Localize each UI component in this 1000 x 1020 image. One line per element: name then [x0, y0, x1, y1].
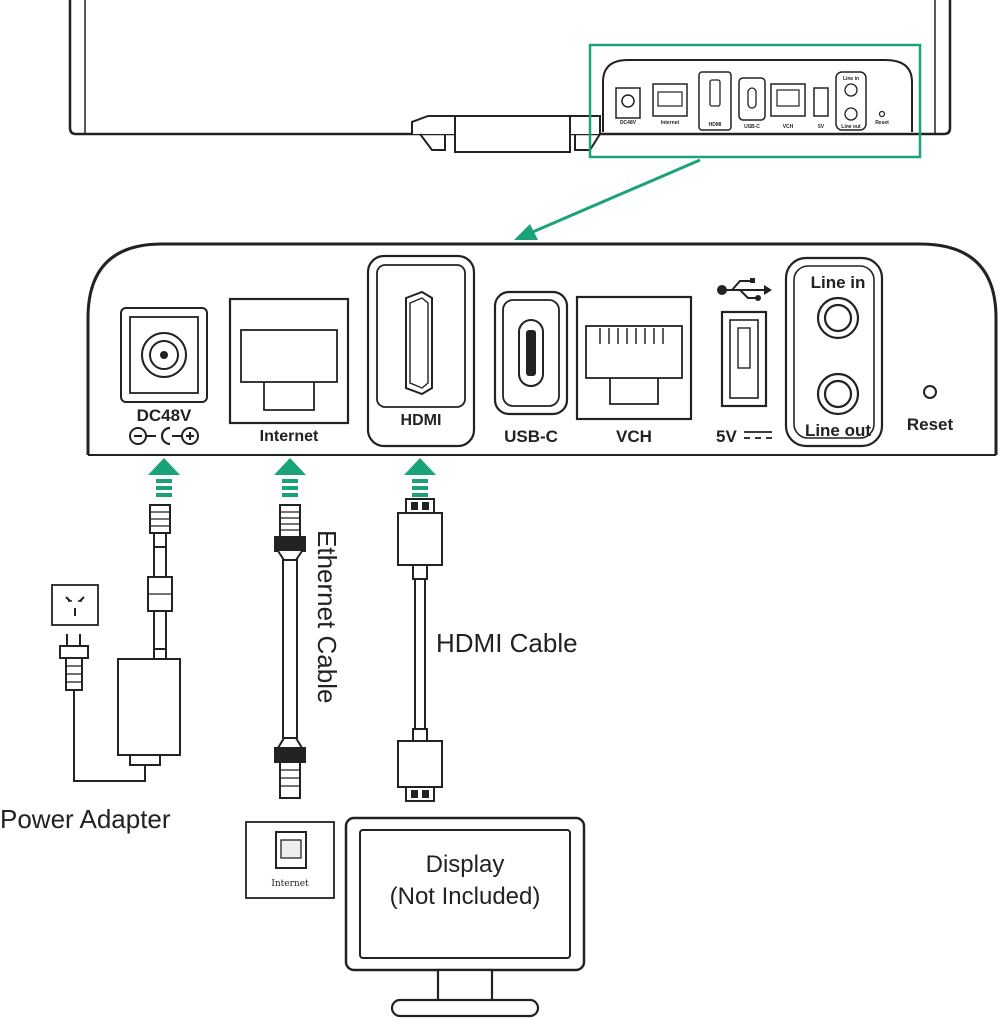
mini-label-line-out: Line out	[841, 124, 861, 130]
wall-jack: Internet	[245, 821, 335, 899]
display-monitor: Display (Not Included)	[344, 816, 586, 1018]
hdmi-cable	[397, 498, 443, 802]
hdmi-cable-label: HDMI Cable	[436, 628, 578, 658]
wall-jack-label: Internet	[271, 879, 309, 889]
polarity-icon	[129, 426, 199, 446]
power-outlet-icon	[51, 584, 99, 626]
line-out-label: Line out	[805, 421, 871, 440]
usb-icon	[717, 278, 772, 301]
insert-arrows	[148, 458, 436, 497]
usb5v-label: 5V	[716, 427, 737, 446]
display-note: (Not Included)	[390, 883, 541, 910]
mini-label-usb5v: 5V	[818, 124, 825, 130]
power-adapter	[59, 504, 181, 782]
insert-arrow-ethernet	[274, 458, 306, 497]
usb-5v-port: 5V	[716, 278, 772, 446]
mini-label-usbc: USB-C	[744, 124, 760, 130]
mini-port-panel: DC48V Internet HDMI USB-C VCH 5V Line in…	[602, 59, 913, 132]
ethernet-jack-icon	[275, 831, 307, 869]
dc-symbol-icon	[744, 431, 772, 439]
zoom-arrow	[514, 158, 701, 240]
internet-port: Internet	[228, 297, 350, 445]
internet-label: Internet	[260, 428, 319, 445]
mini-label-hdmi: HDMI	[709, 122, 722, 128]
insert-arrow-hdmi	[404, 458, 436, 497]
mini-label-line-in: Line in	[843, 76, 859, 82]
highlight-box	[588, 43, 922, 159]
mini-label-internet: Internet	[661, 120, 680, 126]
hdmi-label: HDMI	[401, 412, 442, 429]
line-in-label: Line in	[811, 273, 866, 292]
ethernet-cable-label: Ethernet Cable	[312, 530, 342, 703]
mini-label-vch: VCH	[783, 124, 794, 130]
usbc-port: USB-C	[493, 290, 569, 446]
ethernet-cable	[274, 504, 306, 799]
reset-button: Reset	[907, 385, 954, 434]
reset-label: Reset	[907, 415, 954, 434]
power-adapter-label: Power Adapter	[0, 804, 171, 834]
dc48v-port: DC48V	[120, 307, 208, 446]
vch-port: VCH	[575, 295, 693, 446]
dc48v-label: DC48V	[137, 406, 192, 425]
reset-button-icon	[923, 385, 937, 399]
vch-label: VCH	[616, 427, 652, 446]
audio-ports: Line in Line out	[784, 256, 884, 448]
device-overview: DC48V Internet HDMI USB-C VCH 5V Line in…	[68, 0, 952, 159]
mini-label-reset: Reset	[875, 120, 889, 126]
port-panel: DC48V Internet HDMI	[86, 242, 998, 456]
insert-arrow-power	[148, 458, 180, 497]
usbc-label: USB-C	[504, 427, 558, 446]
hdmi-port: HDMI	[366, 254, 476, 448]
display-label: Display	[426, 851, 505, 878]
mini-label-dc: DC48V	[620, 120, 637, 126]
